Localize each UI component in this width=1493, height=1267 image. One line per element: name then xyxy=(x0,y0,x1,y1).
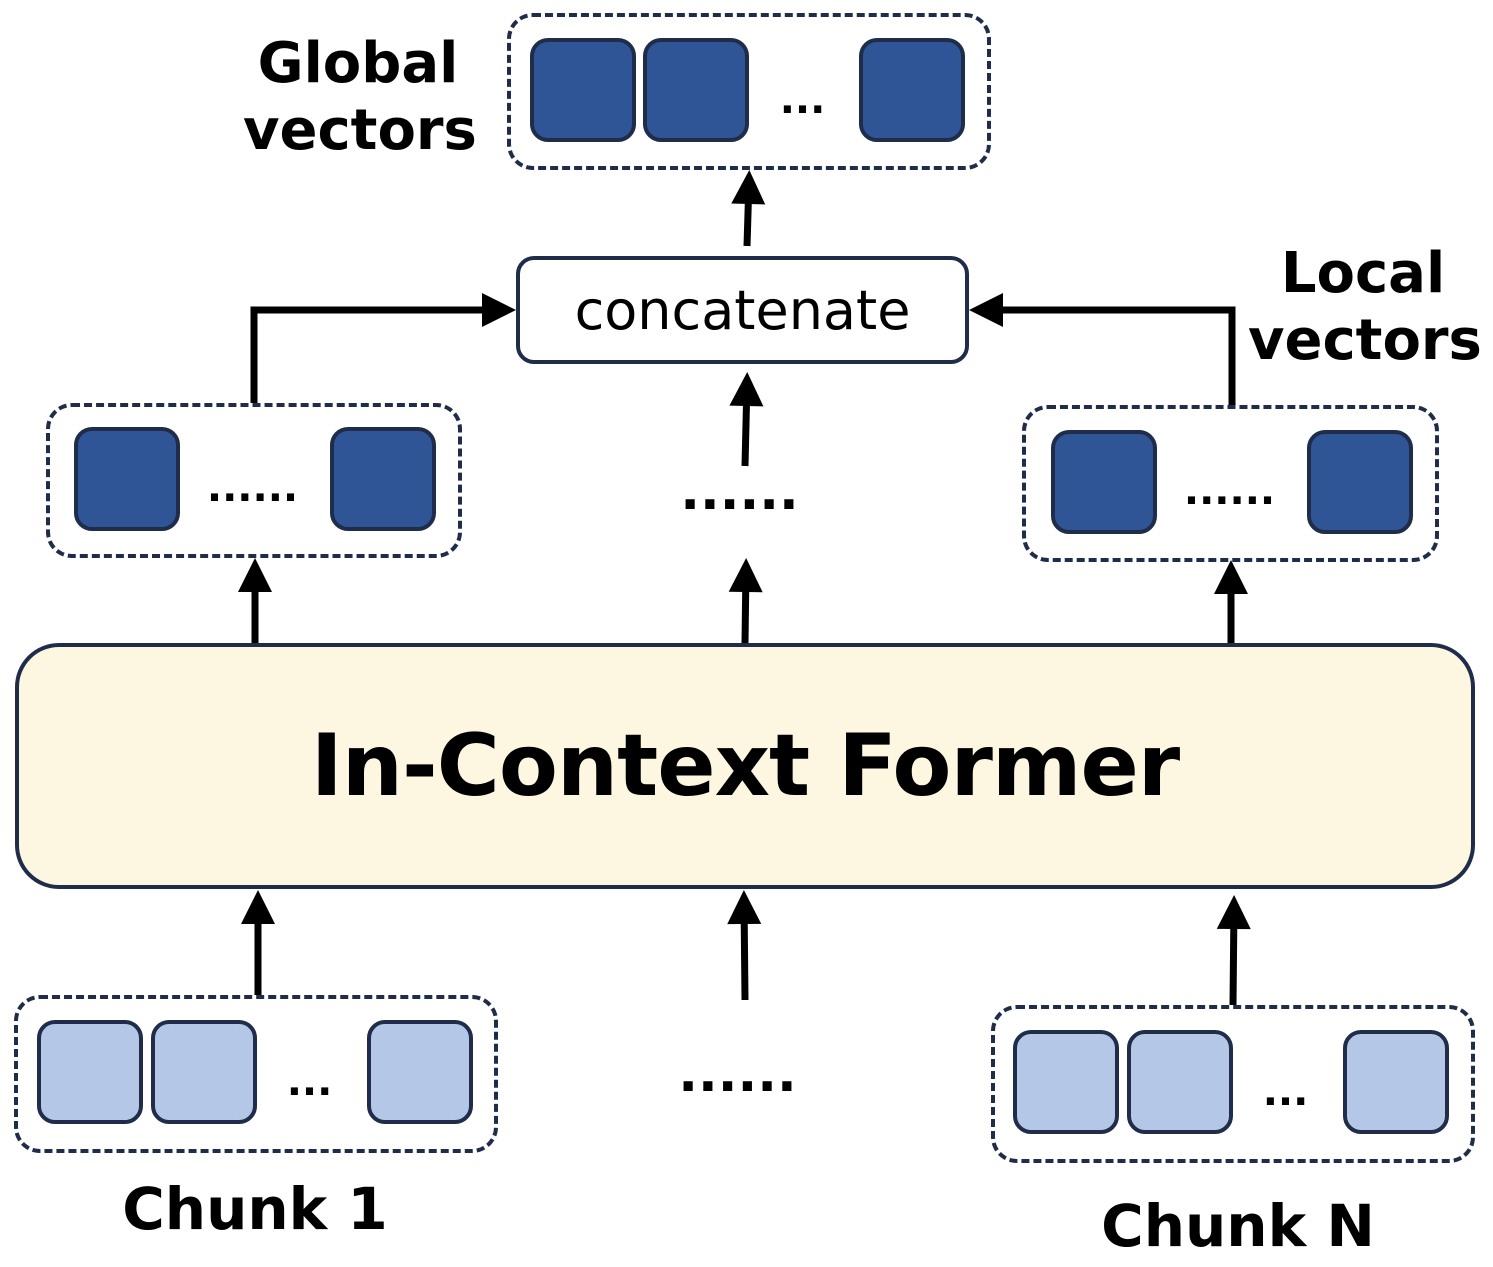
concatenate-box: concatenate xyxy=(516,256,969,364)
chunk-1-token-3 xyxy=(367,1020,473,1124)
local-right-token-2 xyxy=(1307,430,1413,534)
arrow-local-left-to-concat xyxy=(250,306,506,403)
arrow-middle-local-to-concat-head xyxy=(729,372,764,407)
global-vectors-group xyxy=(507,13,991,170)
in-context-former-label: In-Context Former xyxy=(310,716,1180,816)
arrow-former-to-local-left-head xyxy=(238,558,272,592)
chunk-1-token-1 xyxy=(37,1020,143,1124)
arrow-former-to-middle-local-head xyxy=(728,558,763,593)
global-token-3 xyxy=(859,38,965,142)
local-vectors-group-left xyxy=(46,403,462,558)
local-vectors-label: Local vectors xyxy=(1248,240,1482,374)
chunk-n-label: Chunk N xyxy=(1101,1192,1375,1260)
local-vectors-group-right xyxy=(1022,405,1439,562)
arrow-chunk-n-to-former-head xyxy=(1216,895,1251,930)
chunk-1-ellipsis: ... xyxy=(286,1059,333,1105)
arrow-local-right-to-concat xyxy=(979,306,1236,405)
arrow-concat-to-global-head xyxy=(731,170,766,205)
concatenate-label: concatenate xyxy=(574,278,911,342)
local-vectors-label-line1: Local xyxy=(1280,241,1446,306)
chunk-n-token-2 xyxy=(1127,1030,1233,1134)
chunk-n-token-3 xyxy=(1343,1030,1449,1134)
local-right-ellipsis: ...... xyxy=(1183,468,1276,514)
middle-chunk-ellipsis: ...... xyxy=(678,1044,797,1104)
global-vectors-label-line2: vectors xyxy=(243,98,477,164)
chunk-n-group xyxy=(991,1005,1475,1163)
local-left-token-1 xyxy=(74,427,180,531)
arrow-local-right-to-concat-head xyxy=(969,293,1003,327)
local-left-token-2 xyxy=(330,427,436,531)
chunk-n-ellipsis: ... xyxy=(1262,1069,1309,1115)
chunk-1-group xyxy=(14,995,498,1153)
local-left-ellipsis: ...... xyxy=(206,465,299,511)
global-token-2 xyxy=(643,38,749,142)
chunk-1-token-2 xyxy=(151,1020,257,1124)
local-right-token-1 xyxy=(1051,430,1157,534)
global-vectors-label: Global vectors xyxy=(243,30,477,164)
chunk-1-label: Chunk 1 xyxy=(122,1175,388,1243)
chunk-n-token-1 xyxy=(1013,1030,1119,1134)
middle-local-ellipsis: ...... xyxy=(680,462,799,522)
global-token-1 xyxy=(530,38,636,142)
global-vectors-label-line1: Global xyxy=(257,31,459,96)
local-vectors-label-line2: vectors xyxy=(1248,308,1482,374)
arrow-former-to-local-right-head xyxy=(1214,560,1248,594)
arrow-chunk-1-to-former-head xyxy=(241,890,275,924)
arrow-middle-to-former-head xyxy=(727,890,762,925)
arrow-local-left-to-concat-head xyxy=(482,293,516,327)
global-ellipsis: ... xyxy=(779,77,826,123)
in-context-former-block: In-Context Former xyxy=(15,643,1475,889)
